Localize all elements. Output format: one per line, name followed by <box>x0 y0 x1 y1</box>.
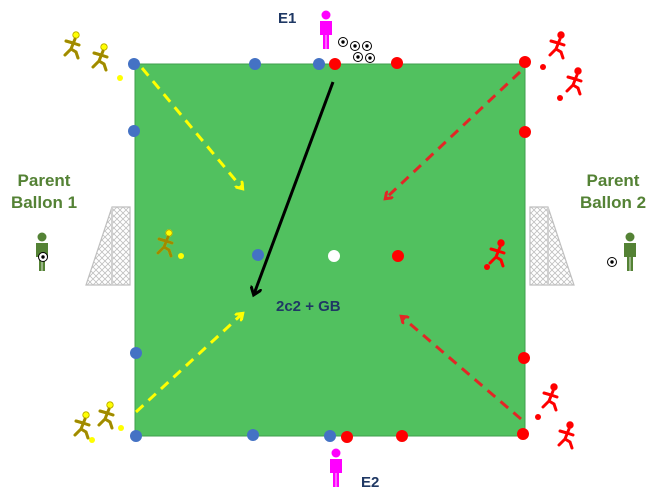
red-cone <box>392 250 404 262</box>
red-cone <box>518 352 530 364</box>
blue-cone <box>130 347 142 359</box>
yellow-balls <box>89 75 184 443</box>
blue-cone <box>313 58 325 70</box>
arrow-yellow-top <box>140 67 242 188</box>
red-cone <box>519 56 531 68</box>
blue-cone <box>247 429 259 441</box>
arrow-red-top <box>386 70 522 198</box>
parent-label-right: Parent Ballon 2 <box>574 170 652 214</box>
parent-left-line1: Parent <box>17 171 71 190</box>
blue-cone <box>128 125 140 137</box>
coach-label-top: E1 <box>278 10 297 27</box>
red-cones <box>329 56 531 443</box>
goal-net-icon <box>529 206 575 286</box>
field <box>134 63 526 437</box>
red-cone <box>341 431 353 443</box>
soccer-ball-icon <box>338 37 375 63</box>
blue-cone <box>324 430 336 442</box>
red-cone <box>329 58 341 70</box>
arrow-red-bottom <box>402 317 522 421</box>
parent-right-line2: Ballon 2 <box>579 193 647 212</box>
red-cone <box>396 430 408 442</box>
center-spot <box>328 250 340 262</box>
coach-label-bottom: E2 <box>361 474 380 491</box>
red-cone <box>391 57 403 69</box>
blue-cone <box>128 58 140 70</box>
parent-right-line1: Parent <box>586 171 640 190</box>
blue-cone <box>249 58 261 70</box>
goal-net-icon <box>85 206 131 286</box>
red-cone <box>519 126 531 138</box>
blue-cone <box>130 430 142 442</box>
arrow-pass <box>254 81 335 294</box>
red-cone <box>517 428 529 440</box>
parent-label-left: Parent Ballon 1 <box>8 170 80 214</box>
blue-cones <box>128 58 336 442</box>
drill-label: 2c2 + GB <box>276 298 341 315</box>
red-balls <box>484 64 563 420</box>
parent-left-line2: Ballon 1 <box>10 193 78 212</box>
arrow-yellow-bottom <box>134 314 242 414</box>
blue-cone <box>252 249 264 261</box>
